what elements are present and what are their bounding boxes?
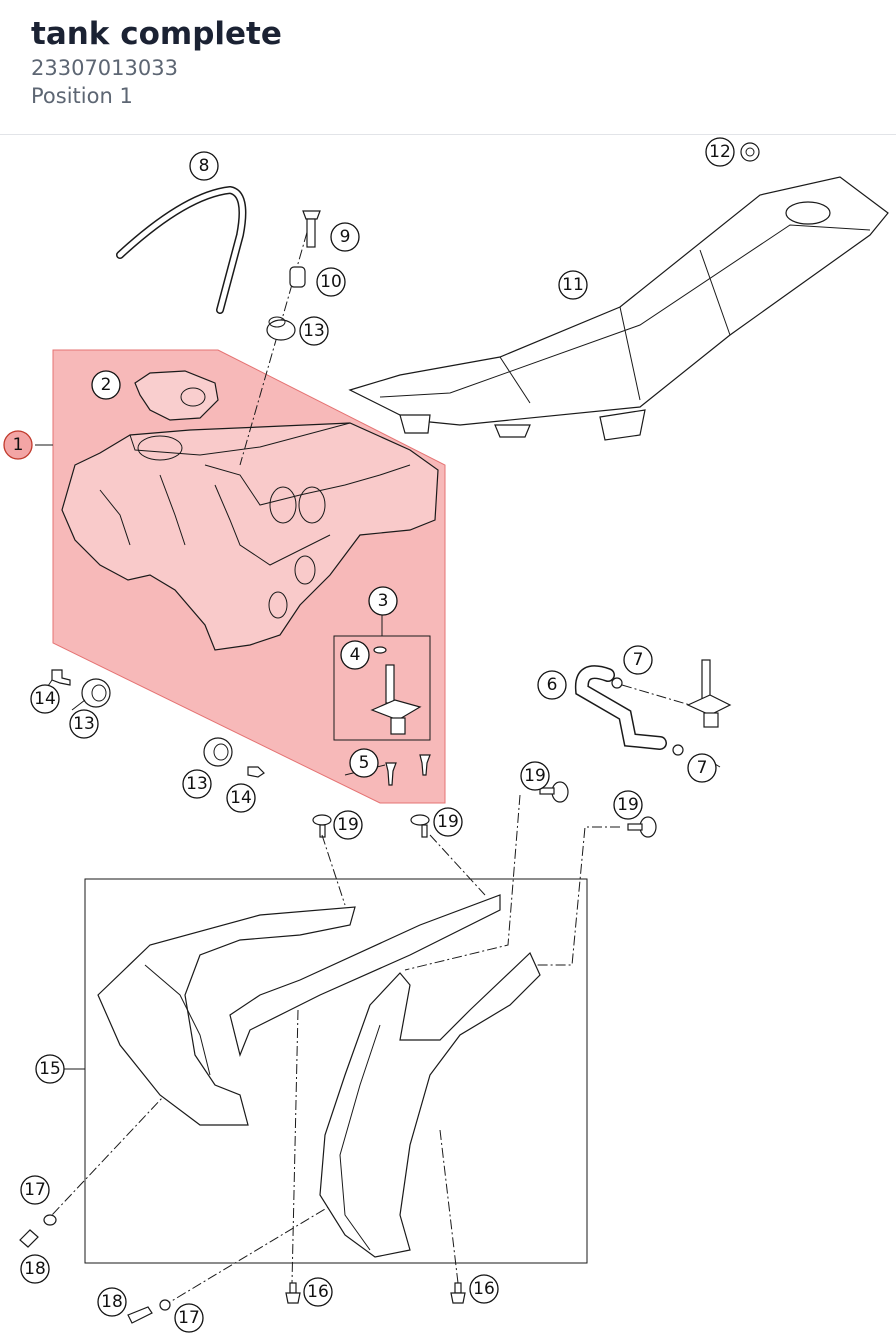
screw-14-left xyxy=(51,669,71,686)
screw-16-right xyxy=(450,1282,466,1304)
svg-text:19: 19 xyxy=(617,795,639,815)
callout-1[interactable]: 1 xyxy=(3,430,33,460)
fuel-tank xyxy=(61,422,439,651)
washer-17-left xyxy=(43,1214,57,1226)
callout-12[interactable]: 12 xyxy=(705,137,735,167)
callout-16-right[interactable]: 16 xyxy=(469,1274,499,1304)
fuel-tap-separate xyxy=(686,659,732,728)
screw-18-bottom xyxy=(127,1306,153,1324)
callout-8[interactable]: 8 xyxy=(189,151,219,181)
screw-19-b xyxy=(410,814,430,838)
rubber-13-top xyxy=(266,316,296,341)
screw-18-left xyxy=(19,1229,39,1248)
part-position: Position 1 xyxy=(31,84,133,108)
callout-2[interactable]: 2 xyxy=(91,370,121,400)
svg-text:11: 11 xyxy=(562,275,584,295)
callout-4[interactable]: 4 xyxy=(340,640,370,670)
filler-cap xyxy=(134,370,219,421)
washer-17-bottom xyxy=(159,1299,171,1311)
callout-17-left[interactable]: 17 xyxy=(20,1175,50,1205)
callout-19-c[interactable]: 19 xyxy=(520,761,550,791)
callout-15[interactable]: 15 xyxy=(35,1054,65,1084)
svg-text:19: 19 xyxy=(337,815,359,835)
callout-9[interactable]: 9 xyxy=(330,222,360,252)
fuel-tap xyxy=(370,646,422,735)
tank-highlight-region[interactable] xyxy=(52,349,446,804)
svg-text:5: 5 xyxy=(359,753,370,773)
bushing-10 xyxy=(289,266,306,288)
screw-16-left xyxy=(285,1282,301,1304)
svg-text:18: 18 xyxy=(101,1292,123,1312)
svg-text:9: 9 xyxy=(340,227,351,247)
svg-text:12: 12 xyxy=(709,142,731,162)
seat xyxy=(348,176,889,441)
svg-text:19: 19 xyxy=(524,766,546,786)
part-header: tank complete 23307013033 Position 1 xyxy=(0,0,896,135)
callout-11[interactable]: 11 xyxy=(558,270,588,300)
svg-text:3: 3 xyxy=(378,591,389,611)
svg-text:6: 6 xyxy=(547,675,558,695)
svg-text:13: 13 xyxy=(73,714,95,734)
callout-18-bottom[interactable]: 18 xyxy=(97,1287,127,1317)
callout-14-mid[interactable]: 14 xyxy=(226,783,256,813)
exploded-parts-diagram: 1 2 3 4 5 6 7 7 8 9 10 11 12 13 13 13 14… xyxy=(3,137,889,1333)
svg-text:15: 15 xyxy=(39,1059,61,1079)
spoiler-set-box xyxy=(84,878,588,1264)
callout-13-top[interactable]: 13 xyxy=(299,316,329,346)
callout-7-bottom[interactable]: 7 xyxy=(687,753,717,783)
seat-fastener-12 xyxy=(740,142,760,162)
svg-text:14: 14 xyxy=(230,788,252,808)
callout-17-bottom[interactable]: 17 xyxy=(174,1303,204,1333)
screw-19-d xyxy=(627,816,657,838)
part-number: 23307013033 xyxy=(31,56,178,80)
screws-5 xyxy=(385,754,431,786)
callout-14-left[interactable]: 14 xyxy=(30,684,60,714)
fuel-line xyxy=(574,665,667,750)
svg-text:7: 7 xyxy=(697,758,708,778)
svg-text:13: 13 xyxy=(186,774,208,794)
svg-text:1: 1 xyxy=(13,435,24,455)
hose-clip-7b xyxy=(672,744,684,756)
svg-text:18: 18 xyxy=(24,1259,46,1279)
callout-19-a[interactable]: 19 xyxy=(333,810,363,840)
right-spoiler xyxy=(319,951,541,1258)
svg-text:16: 16 xyxy=(307,1282,329,1302)
svg-text:2: 2 xyxy=(101,375,112,395)
bolt-9 xyxy=(302,210,321,248)
svg-text:16: 16 xyxy=(473,1279,495,1299)
callout-5[interactable]: 5 xyxy=(349,748,379,778)
callout-18-left[interactable]: 18 xyxy=(20,1254,50,1284)
svg-text:7: 7 xyxy=(633,650,644,670)
svg-text:4: 4 xyxy=(350,645,361,665)
svg-text:19: 19 xyxy=(437,812,459,832)
svg-text:14: 14 xyxy=(34,689,56,709)
screw-19-c xyxy=(539,781,569,803)
callout-19-d[interactable]: 19 xyxy=(613,790,643,820)
svg-text:8: 8 xyxy=(199,156,210,176)
svg-text:17: 17 xyxy=(178,1308,200,1328)
rubber-13-mid xyxy=(203,737,233,767)
callout-19-b[interactable]: 19 xyxy=(433,807,463,837)
part-title: tank complete xyxy=(31,16,282,52)
screw-14-mid xyxy=(247,766,265,778)
left-spoiler xyxy=(97,894,501,1126)
callout-7-top[interactable]: 7 xyxy=(623,645,653,675)
callout-3[interactable]: 3 xyxy=(368,586,398,616)
svg-text:13: 13 xyxy=(303,321,325,341)
screw-19-a xyxy=(312,814,332,838)
callout-13-left[interactable]: 13 xyxy=(69,709,99,739)
rubber-13-left xyxy=(81,678,111,708)
svg-text:10: 10 xyxy=(320,272,342,292)
svg-text:17: 17 xyxy=(24,1180,46,1200)
callout-16-left[interactable]: 16 xyxy=(303,1277,333,1307)
callout-13-mid[interactable]: 13 xyxy=(182,769,212,799)
callout-6[interactable]: 6 xyxy=(537,670,567,700)
callout-10[interactable]: 10 xyxy=(316,267,346,297)
hose-clip-7a xyxy=(611,677,623,689)
